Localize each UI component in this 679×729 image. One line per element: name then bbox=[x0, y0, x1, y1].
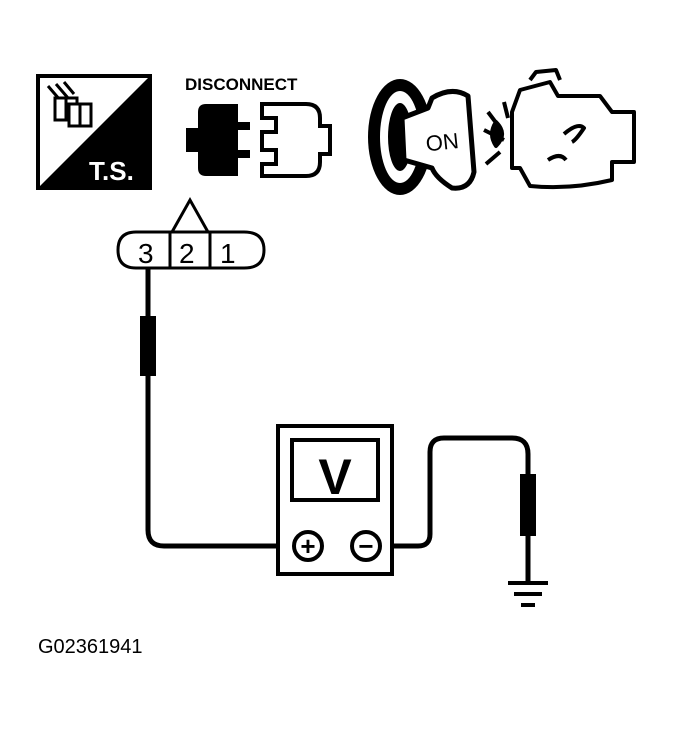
ignition-key-icon: ON bbox=[368, 79, 477, 195]
ts-label: T.S. bbox=[89, 156, 134, 186]
ignition-label: ON bbox=[425, 128, 460, 156]
voltmeter-display bbox=[290, 438, 380, 502]
engine-icon bbox=[483, 68, 636, 190]
harness-connector: 3 2 1 bbox=[116, 196, 266, 270]
figure-id: G02361941 bbox=[38, 636, 143, 658]
negative-terminal bbox=[350, 530, 382, 562]
connector-pin-3: 3 bbox=[138, 238, 154, 269]
connector-pin-2: 2 bbox=[179, 238, 195, 269]
voltmeter-unit: V bbox=[318, 449, 352, 505]
positive-probe bbox=[140, 316, 156, 376]
ts-icon: T.S. bbox=[36, 74, 152, 190]
voltmeter: V + − bbox=[276, 424, 394, 576]
ground-icon bbox=[508, 581, 548, 607]
negative-terminal-label: − bbox=[358, 531, 373, 561]
negative-probe bbox=[520, 474, 536, 536]
negative-test-lead bbox=[384, 435, 536, 582]
positive-terminal bbox=[292, 530, 324, 562]
disconnect-icon: DISCONNECT bbox=[185, 75, 332, 178]
positive-terminal-label: + bbox=[300, 531, 315, 561]
positive-test-lead bbox=[140, 268, 292, 549]
connector-pin-1: 1 bbox=[220, 238, 236, 269]
disconnect-label: DISCONNECT bbox=[185, 75, 298, 94]
connector-glyph-icon bbox=[46, 81, 93, 128]
connector-lock-tab bbox=[169, 196, 211, 234]
